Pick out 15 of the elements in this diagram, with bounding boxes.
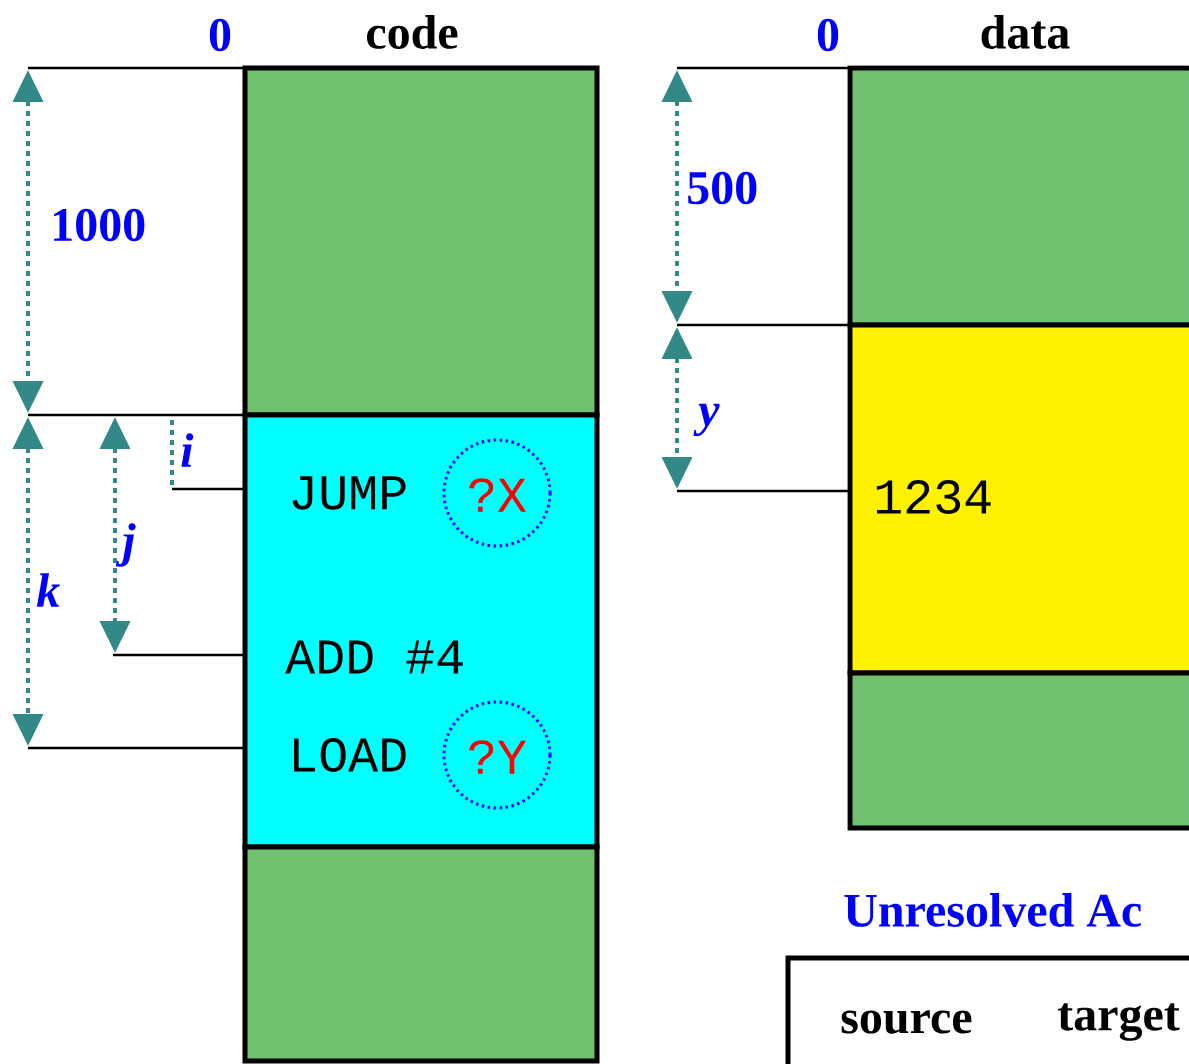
- dimension-label: k: [36, 573, 60, 607]
- memory-segment: [242, 844, 600, 1064]
- dimension-label: 1000: [54, 208, 145, 242]
- offset-label: 0: [817, 18, 839, 52]
- table-title: Unresolved Ac: [844, 893, 1142, 927]
- dimension-label: j: [115, 523, 136, 567]
- dimension-label: y: [693, 403, 720, 437]
- offset-label: 0: [209, 18, 231, 52]
- column-heading: data: [981, 15, 1070, 49]
- table-box: source target: [785, 955, 1189, 1064]
- memory-segment: [847, 670, 1189, 831]
- data-segment: 1234: [847, 322, 1189, 676]
- dimension-label: i: [181, 433, 194, 467]
- dimension-label: 500: [688, 171, 757, 205]
- column-heading: code: [367, 15, 458, 49]
